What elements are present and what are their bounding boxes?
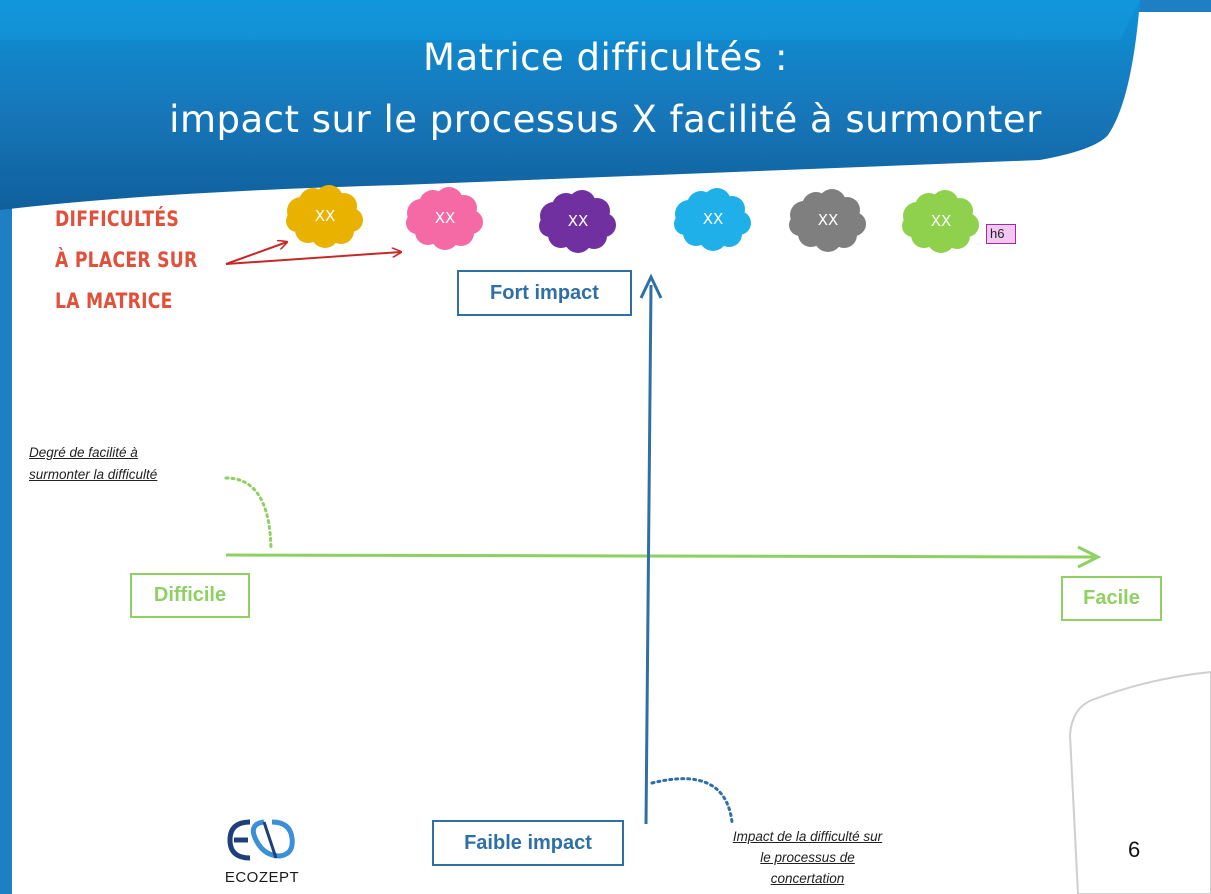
cloud-6 (902, 190, 979, 253)
x-axis-note-line-1: Degré de facilité à (29, 445, 138, 460)
x-axis-note: Degré de facilité à surmonter la difficu… (29, 442, 157, 486)
red-arrow-1 (225, 242, 287, 265)
corner-panel (1068, 670, 1211, 894)
cloud-2 (406, 187, 483, 250)
difficile-label: Difficile (130, 573, 250, 618)
difficulties-line-3: LA MATRICE (55, 289, 173, 313)
header-highlight (0, 0, 1140, 40)
page-number: 6 (1128, 837, 1141, 862)
y-axis (644, 284, 653, 825)
x-axis-note-line-2: surmonter la difficulté (29, 467, 158, 482)
cloud-label-2: XX (434, 209, 456, 227)
cloud-label-5: XX (817, 211, 839, 229)
y-note-connector (650, 777, 734, 824)
title-line-1: Matrice difficultés : (423, 36, 788, 79)
cloud-label-4: XX (702, 210, 724, 228)
x-axis (225, 553, 1095, 559)
red-arrow-2 (225, 252, 401, 265)
y-axis-note: Impact de la difficulté sur le processus… (680, 826, 935, 889)
difficulties-line-1: DIFFICULTÉS (55, 207, 179, 231)
cloud-5 (789, 189, 866, 252)
cloud-label-1: XX (314, 207, 336, 225)
title-line-2: impact sur le processus X facilité à sur… (169, 98, 1042, 141)
x-note-connector (224, 476, 273, 552)
h6-tag: h6 (986, 224, 1016, 244)
fort-impact-label: Fort impact (457, 270, 632, 316)
cloud-3 (539, 190, 616, 253)
y-axis-arrowhead (639, 273, 663, 299)
x-axis-arrowhead (1077, 545, 1102, 569)
y-axis-note-line-1: Impact de la difficulté sur (732, 829, 883, 844)
difficulties-line-2: À PLACER SUR (55, 248, 198, 272)
y-axis-note-line-2: le processus de (760, 850, 855, 865)
faible-impact-label: Faible impact (432, 820, 624, 866)
facile-label: Facile (1061, 576, 1162, 621)
cloud-4 (674, 188, 751, 251)
logo-text: ECOZEPT (224, 869, 300, 886)
header-banner (0, 0, 1140, 210)
y-axis-note-line-3: concertation (770, 871, 845, 886)
cloud-1 (286, 185, 363, 248)
ecozept-logo (227, 819, 295, 861)
cloud-label-3: XX (567, 212, 589, 230)
cloud-label-6: XX (930, 212, 952, 230)
